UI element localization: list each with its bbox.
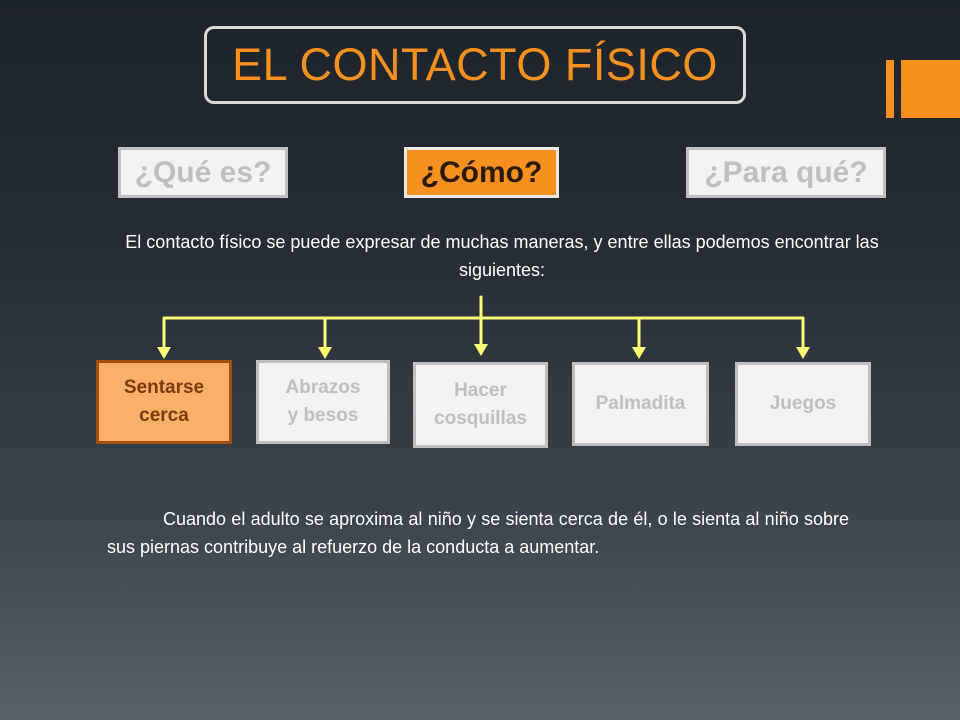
arrowhead-1 (157, 347, 171, 359)
item-palmadita[interactable]: Palmadita (572, 362, 709, 446)
arrowhead-2 (318, 347, 332, 359)
intro-text: El contacto físico se puede expresar de … (125, 232, 879, 280)
accent-bar-thin (886, 60, 894, 118)
title-box: EL CONTACTO FÍSICO (204, 26, 746, 104)
item-abrazos-y-besos[interactable]: Abrazos y besos (256, 360, 390, 444)
body-text: Cuando el adulto se aproxima al niño y s… (107, 509, 849, 557)
item-juegos[interactable]: Juegos (735, 362, 871, 446)
arrowhead-4 (632, 347, 646, 359)
tab-para-que[interactable]: ¿Para qué? (686, 147, 886, 198)
arrowhead-5 (796, 347, 810, 359)
slide-title: EL CONTACTO FÍSICO (232, 39, 718, 90)
item-hacer-cosquillas[interactable]: Hacer cosquillas (413, 362, 548, 448)
tab-como[interactable]: ¿Cómo? (404, 147, 559, 198)
arrowhead-3 (474, 344, 488, 356)
tab-que-es[interactable]: ¿Qué es? (118, 147, 288, 198)
accent-bar-thick (901, 60, 960, 118)
item-sentarse-cerca[interactable]: Sentarse cerca (96, 360, 232, 444)
